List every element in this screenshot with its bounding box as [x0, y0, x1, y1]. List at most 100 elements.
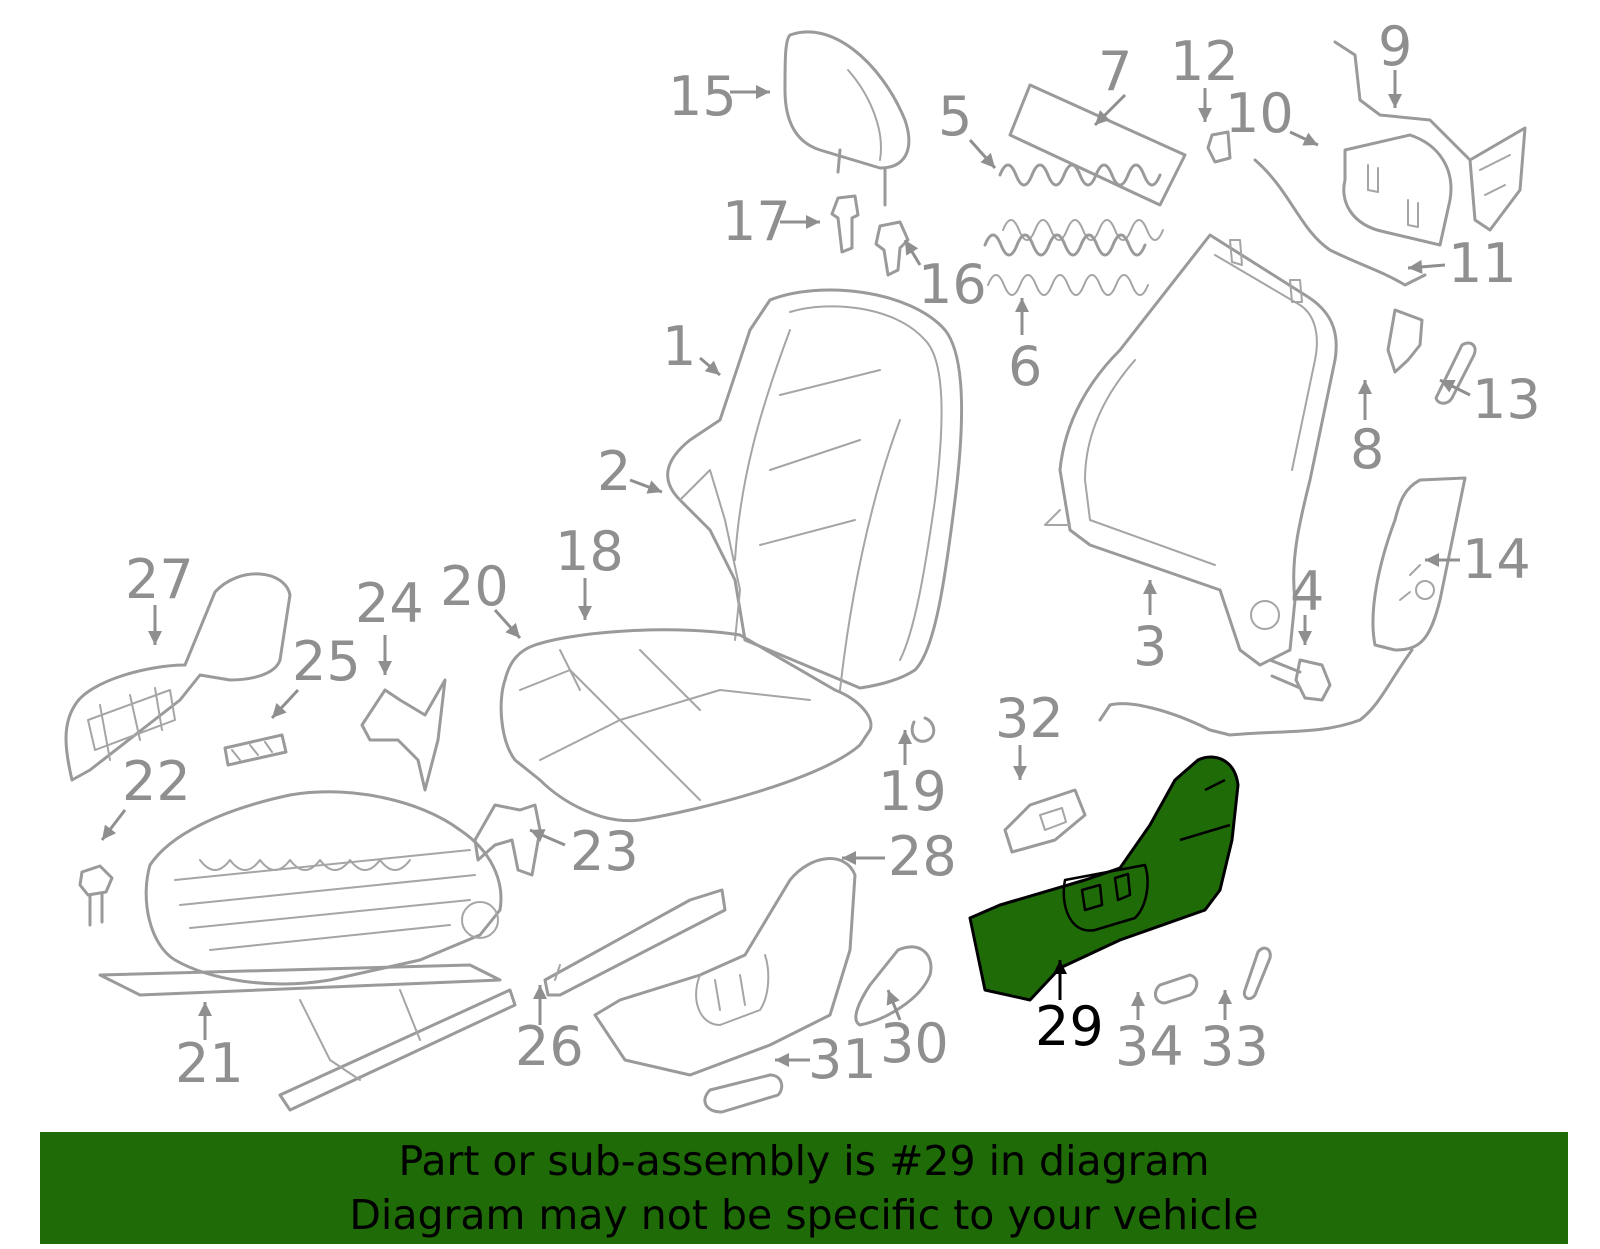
leader-arrow-33: [1218, 990, 1232, 1004]
callout-26: 26: [515, 1015, 584, 1078]
leader-arrow-21: [198, 1002, 212, 1016]
part-7-pad: [1008, 83, 1187, 207]
part-28-side-shield: [593, 857, 857, 1077]
leader-arrow-13: [1440, 380, 1456, 393]
callout-1: 1: [662, 315, 696, 378]
leader-arrow-7: [1095, 110, 1110, 125]
callout-layer: 1234567891011121314151617181920212223242…: [122, 15, 1541, 1095]
part-9-cable: [1333, 40, 1527, 232]
callout-7: 7: [1098, 40, 1132, 103]
callout-32: 32: [995, 687, 1064, 750]
part-16-headrest-guide: [874, 220, 910, 277]
callout-11: 11: [1448, 232, 1517, 295]
part-10-plate: [1342, 133, 1453, 247]
part-31-knob: [703, 1073, 784, 1114]
callout-30: 30: [880, 1012, 949, 1075]
callout-29: 29: [1035, 995, 1104, 1058]
callout-13: 13: [1472, 368, 1541, 431]
part-18-cushion-cover: [499, 628, 873, 823]
callout-20: 20: [440, 555, 509, 618]
part-25-bracket: [223, 733, 288, 767]
leader-arrow-10: [1302, 132, 1318, 146]
part-32-switch-unit: [1003, 788, 1087, 854]
leader-arrow-3: [1143, 580, 1157, 594]
callout-21: 21: [175, 1032, 244, 1095]
leader-arrow-14: [1425, 553, 1439, 567]
callout-24: 24: [355, 572, 424, 635]
part-34-knob: [1153, 973, 1199, 1005]
callout-34: 34: [1115, 1015, 1184, 1078]
part-4-bolt: [1268, 658, 1332, 702]
part-15-headrest: [783, 30, 911, 207]
callout-25: 25: [292, 630, 361, 693]
part-22-bolt: [78, 864, 114, 927]
callout-8: 8: [1350, 418, 1384, 481]
callout-4: 4: [1290, 560, 1324, 623]
leader-arrow-20: [505, 622, 520, 638]
part-21-seat-frame: [98, 790, 517, 1112]
part-3-seat-back-frame: [1044, 233, 1338, 667]
part-17-headrest-guide: [830, 194, 860, 254]
leader-arrow-5: [980, 152, 995, 168]
callout-9: 9: [1378, 15, 1412, 78]
callout-3: 3: [1133, 615, 1167, 678]
leader-arrow-6: [1015, 298, 1029, 312]
leader-arrow-29: [1053, 960, 1067, 974]
part-2-seat-back-panel: [679, 469, 741, 641]
callout-23: 23: [570, 820, 639, 883]
part-5-spring: [998, 163, 1164, 241]
leader-arrow-17: [806, 215, 820, 229]
callout-18: 18: [555, 520, 624, 583]
banner-line-disclaimer: Diagram may not be specific to your vehi…: [349, 1191, 1259, 1239]
leader-arrow-11: [1408, 259, 1423, 274]
leader-arrow-2: [646, 480, 662, 494]
callout-22: 22: [122, 750, 191, 813]
part-29-highlighted-side-shield: [968, 755, 1240, 1002]
part-8-bracket: [1386, 308, 1424, 374]
callout-10: 10: [1225, 82, 1294, 145]
info-banner: Part or sub-assembly is #29 in diagram D…: [40, 1132, 1568, 1244]
leader-arrow-16: [905, 240, 919, 256]
leader-arrow-15: [756, 85, 770, 99]
leader-arrow-22: [102, 824, 117, 840]
leader-arrow-18: [578, 606, 592, 620]
wire-harness: [1098, 648, 1414, 737]
callout-12: 12: [1170, 30, 1239, 93]
callout-2: 2: [597, 440, 631, 503]
callout-27: 27: [125, 548, 194, 611]
leader-arrow-8: [1358, 380, 1372, 394]
part-24-bracket: [360, 678, 447, 792]
part-19-clip: [910, 716, 936, 743]
part-11-cable: [1253, 158, 1427, 287]
part-13-lever: [1434, 341, 1477, 405]
callout-19: 19: [878, 760, 947, 823]
part-14-side-cover: [1371, 476, 1467, 652]
callout-31: 31: [808, 1028, 877, 1091]
leader-arrow-4: [1298, 631, 1312, 645]
leaders: [100, 70, 1471, 1067]
leader-arrow-19: [898, 730, 912, 744]
leader-arrow-28: [842, 851, 856, 865]
leader-arrow-9: [1388, 94, 1402, 108]
banner-line-part-number: Part or sub-assembly is #29 in diagram: [398, 1137, 1210, 1185]
leader-arrow-23: [530, 829, 546, 842]
callout-28: 28: [888, 825, 957, 888]
callout-6: 6: [1008, 335, 1042, 398]
part-27-cover: [64, 572, 292, 782]
leader-arrow-24: [378, 661, 392, 675]
callout-16: 16: [918, 253, 987, 316]
callout-5: 5: [938, 85, 972, 148]
part-33-knob: [1242, 946, 1272, 1001]
leader-arrow-1: [704, 360, 720, 375]
callout-17: 17: [722, 190, 791, 253]
callout-14: 14: [1462, 528, 1531, 591]
callout-15: 15: [668, 65, 737, 128]
part-12-clip: [1206, 130, 1232, 164]
leader-arrow-31: [775, 1053, 789, 1067]
leader-arrow-12: [1198, 108, 1212, 122]
part-6-spring: [983, 233, 1149, 296]
leader-arrow-34: [1131, 992, 1145, 1006]
leader-arrow-25: [272, 702, 287, 718]
callout-33: 33: [1200, 1015, 1269, 1078]
